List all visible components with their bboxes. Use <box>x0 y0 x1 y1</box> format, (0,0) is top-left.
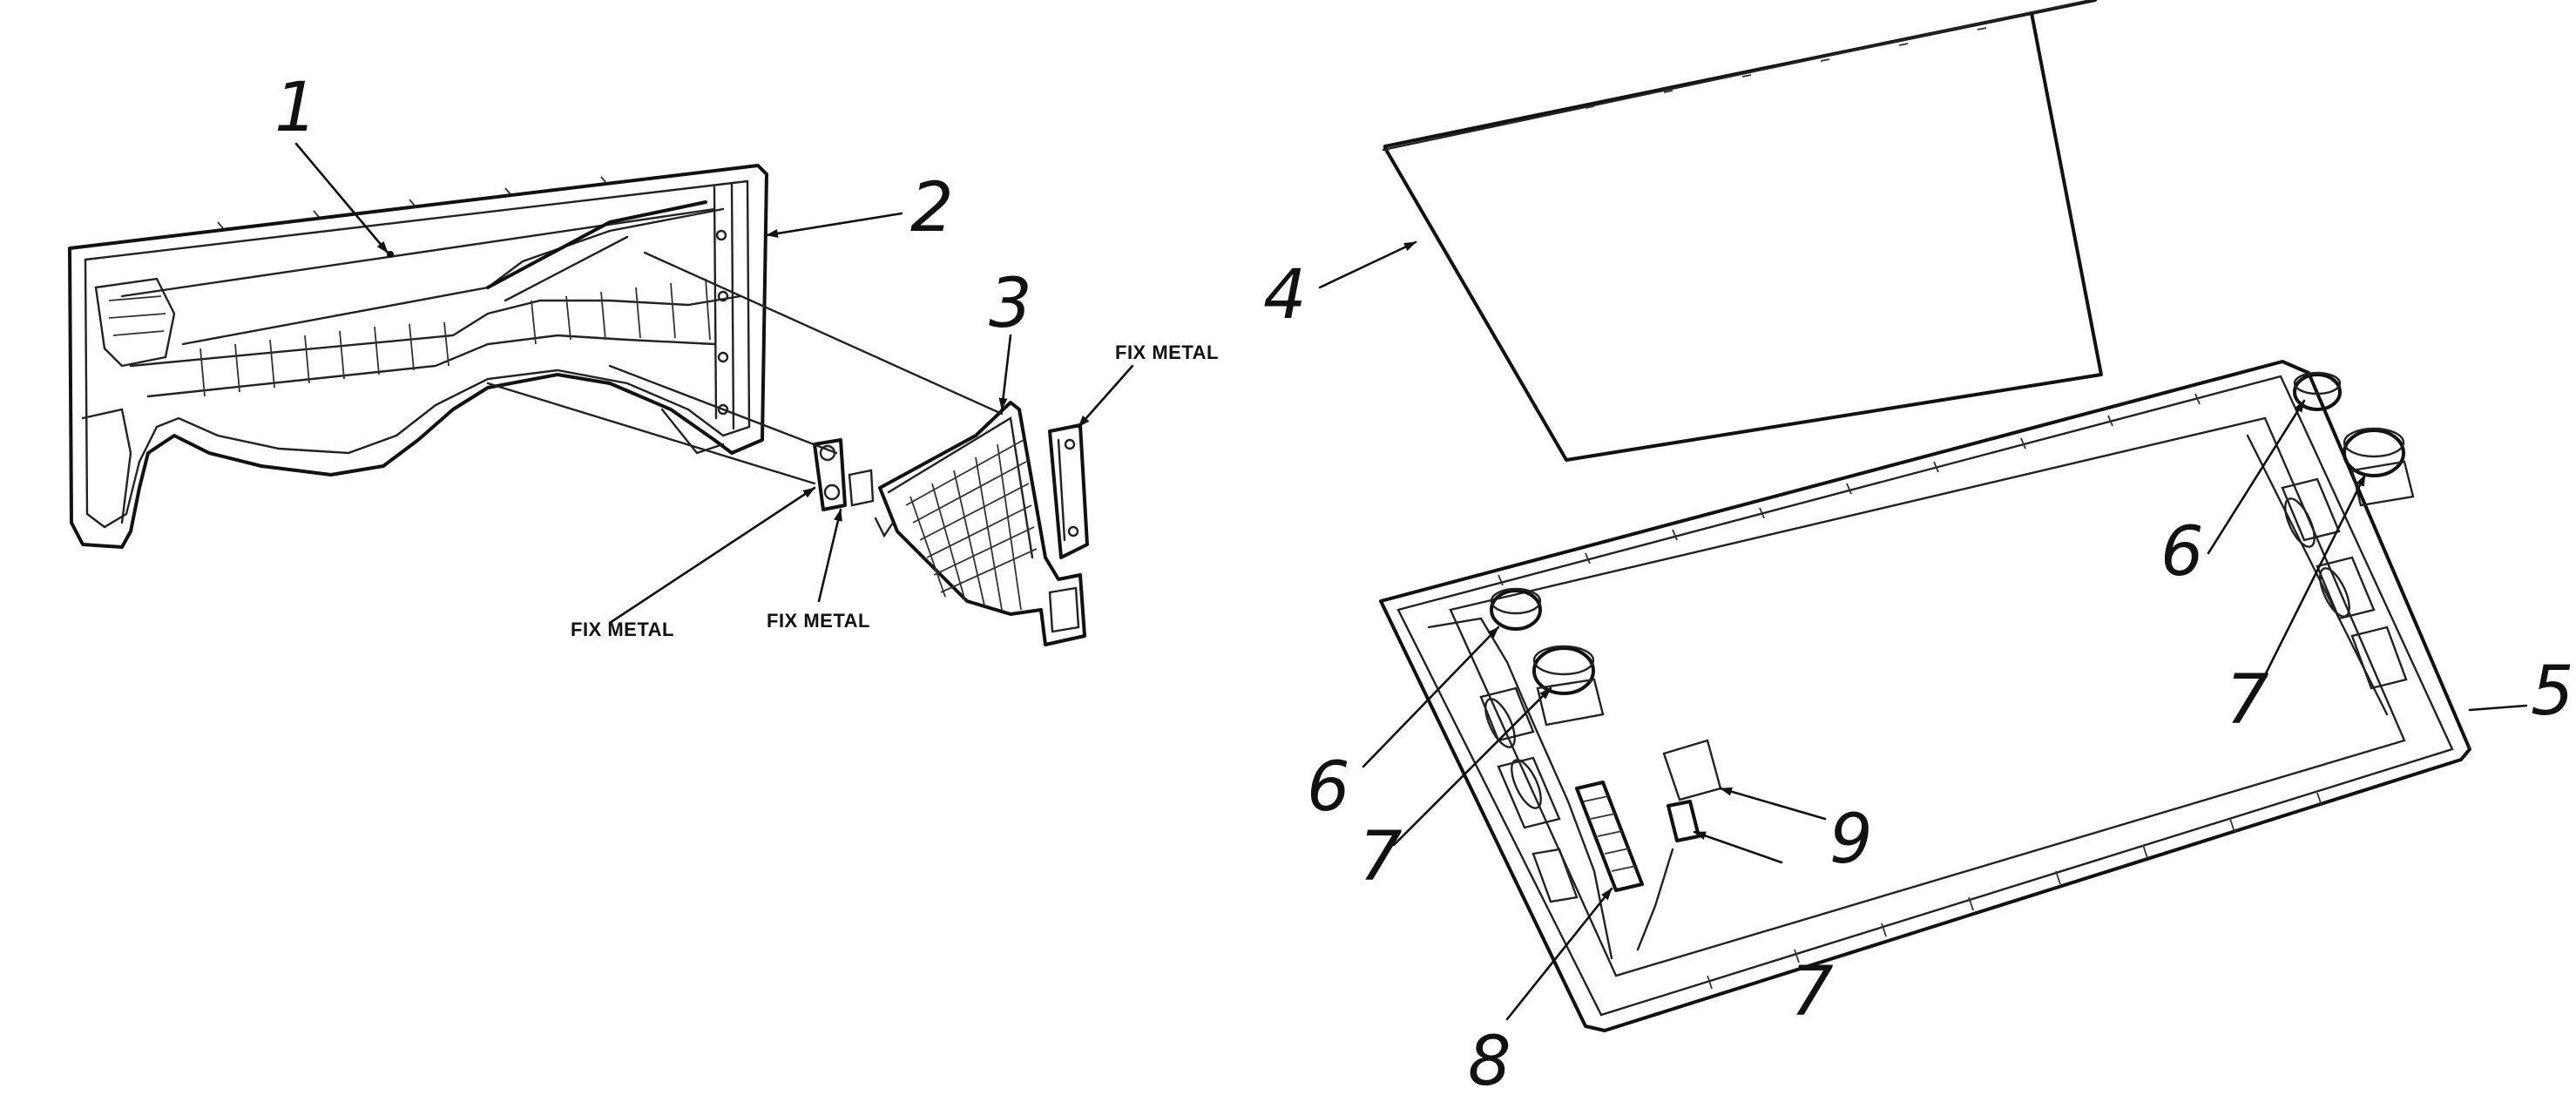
callout-2: 2 <box>910 169 954 247</box>
front-bezel-frame-part <box>1379 360 2471 1032</box>
callout-labels: 1 2 3 4 5 6 6 7 7 7 8 9 FIX METAL FIX ME… <box>274 69 2574 1101</box>
callout-4: 4 <box>1263 256 1307 335</box>
fix-metal-label-center: FIX METAL <box>767 610 870 632</box>
fix-metal-label-left: FIX METAL <box>571 619 674 640</box>
fix-metal-label-right: FIX METAL <box>1115 341 1219 363</box>
flat-panel-sheet-part <box>1382 0 2103 462</box>
callout-7-right: 7 <box>2226 661 2269 740</box>
callout-5: 5 <box>2531 652 2574 731</box>
callout-1: 1 <box>274 69 318 147</box>
rear-cabinet-part <box>68 164 768 549</box>
callout-7-left: 7 <box>1359 818 1403 896</box>
callout-6-left: 6 <box>1307 748 1350 827</box>
bracket-assembly-part <box>486 251 1089 646</box>
callout-6-right: 6 <box>2160 513 2204 592</box>
leader-lines <box>294 142 2528 1021</box>
callout-8: 8 <box>1468 1023 1511 1101</box>
callout-7-bottom: 7 <box>1790 953 1834 1031</box>
callout-3: 3 <box>989 265 1032 343</box>
callout-9: 9 <box>1829 801 1873 879</box>
